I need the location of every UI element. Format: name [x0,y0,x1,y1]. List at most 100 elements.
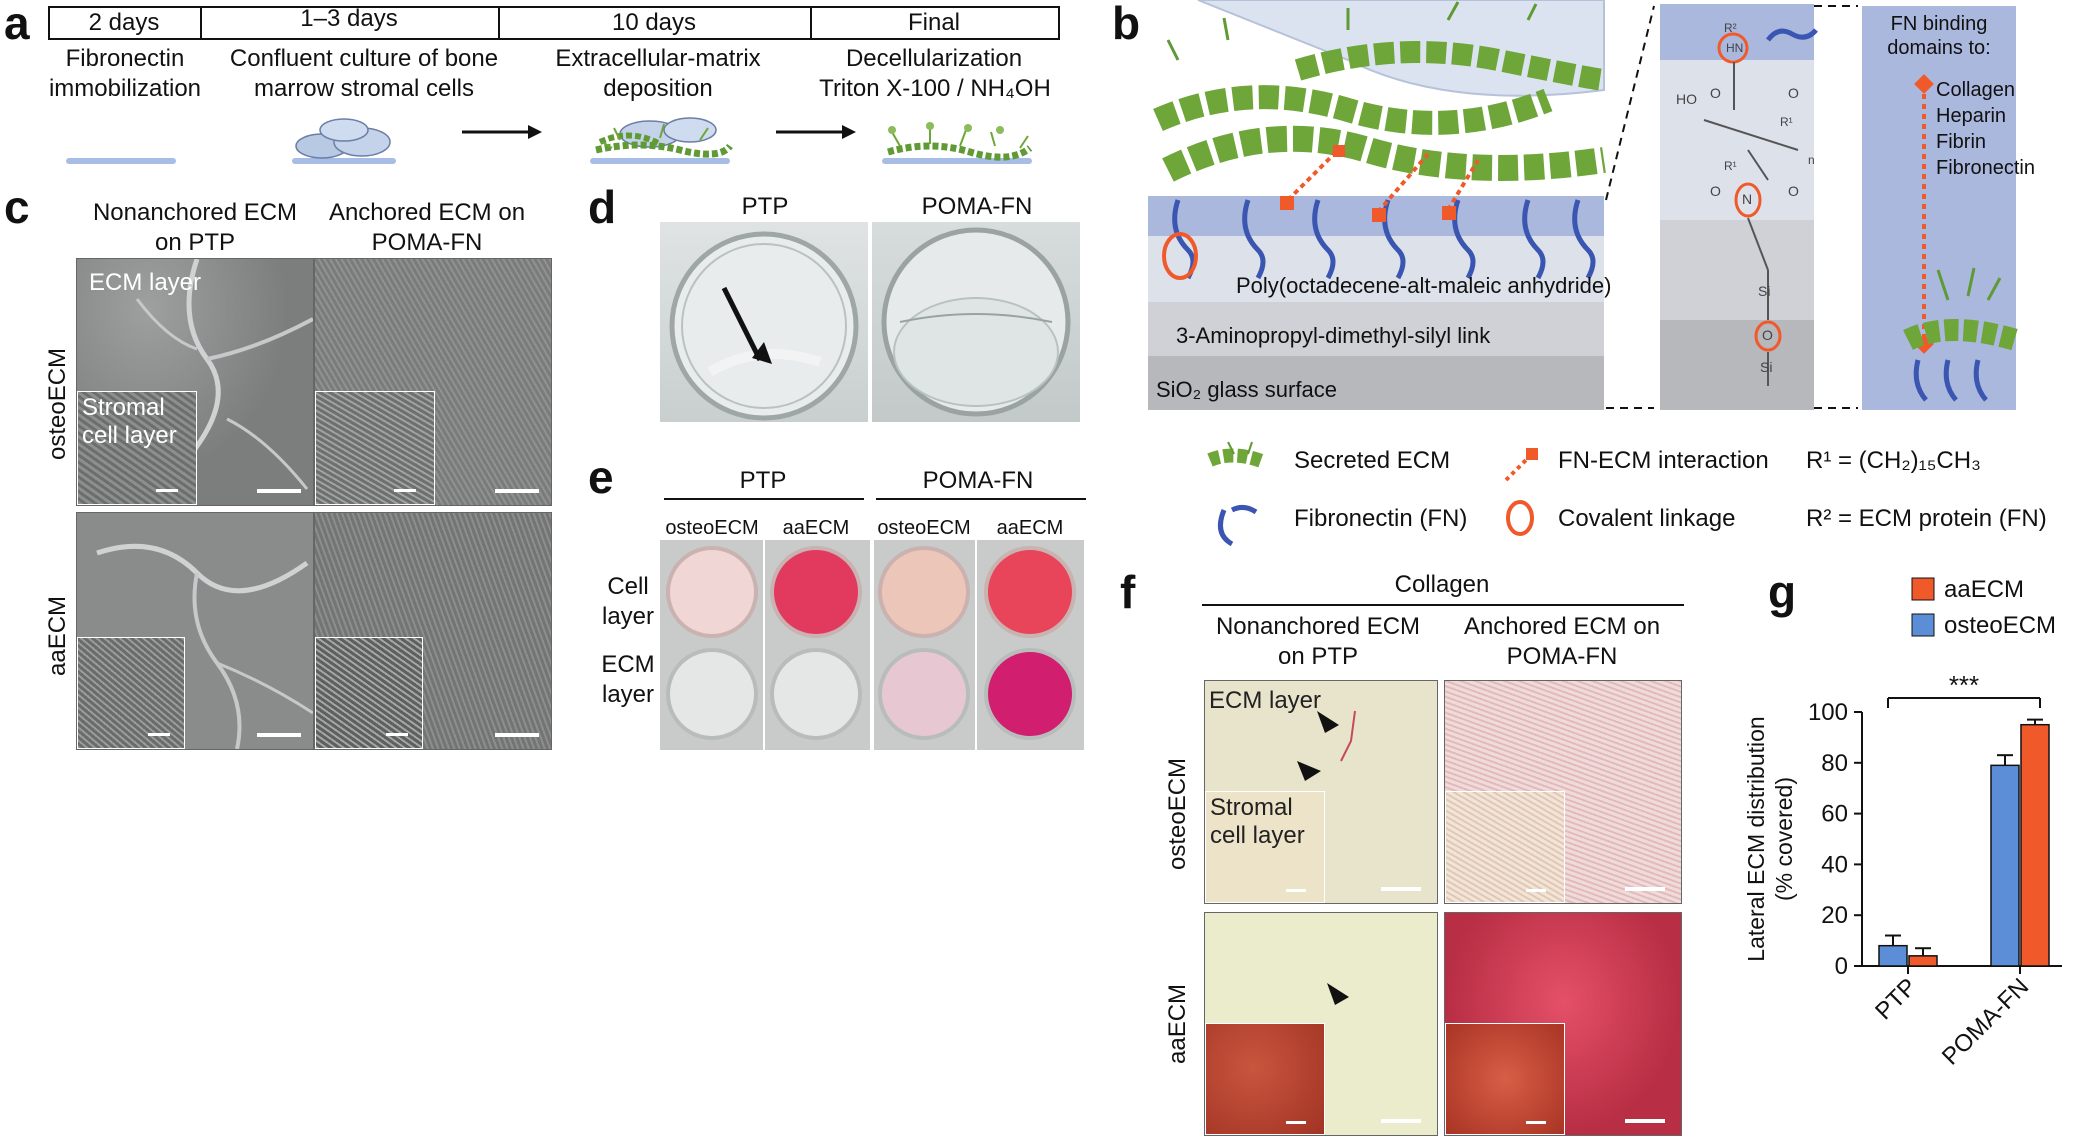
legend-covalent: Covalent linkage [1558,505,1736,532]
c-inset-osteo-ptp: Stromal cell layer [77,391,197,505]
b-fn-target-4: Fibronectin [1936,157,2035,179]
y-tick-label-40: 40 [1821,851,1848,878]
chem-r1: R¹ [1780,115,1793,129]
c-micrograph-osteo-ptp: ECM layer Stromal cell layer [76,258,314,506]
b-fn-target-1: Collagen [1936,79,2015,101]
f-micrograph-aa-ptp [1204,912,1438,1136]
legend-label-osteoECM: osteoECM [1944,612,2056,639]
f-col2-header: Anchored ECM on POMA-FN [1463,613,1661,670]
f-ecm-layer-label: ECM layer [1209,687,1322,714]
c-ecm-layer-label: ECM layer [89,269,202,296]
chem-o2: O [1788,85,1799,101]
panel-label-f: f [1120,566,1136,618]
chemistry-column [1660,4,1818,410]
c-col2-header: Anchored ECM on POMA-FN [328,199,526,256]
x-tick-label-PTP: PTP [1870,973,1922,1025]
e-col-3: osteoECM [877,517,971,539]
legend-r2: R² = ECM protein (FN) [1806,505,2047,532]
step-3-label: Extracellular-matrix deposition [555,45,761,102]
c-col1-header: Nonanchored ECM on PTP [92,199,298,256]
c-inset-aa-poma [315,637,423,749]
chem-o3: O [1710,183,1721,199]
chem-r1b: R¹ [1724,159,1737,173]
panel-label-d: d [588,181,617,233]
chem-hn: HN [1726,41,1743,55]
f-title: Collagen [1394,571,1490,598]
legend-swatch-osteoECM [1911,613,1935,637]
e-well-photo [660,540,1084,750]
panel-label-b: b [1112,0,1141,49]
chem-o1: O [1710,85,1721,101]
legend-icons-1 [1207,441,1267,547]
f-inset-osteo-poma [1445,791,1565,903]
f-row2-label: aaECM [1164,983,1191,1064]
ecm-deposition-illustration [590,117,733,164]
c-stromal-label: Stromal cell layer [82,394,177,449]
y-tick-label-100: 100 [1808,699,1848,726]
f-inset-aa-poma [1445,1023,1565,1135]
y-axis-label-line1: Lateral ECM distribution [1743,716,1769,961]
d-photo-ptp [660,222,868,422]
y-tick-label-60: 60 [1821,801,1848,828]
x-tick-label-POMA-FN: POMA-FN [1937,973,2034,1070]
c-micrograph-aa-poma [314,512,552,750]
step-1-duration: 2 days [88,9,160,36]
c-row2-label: aaECM [44,595,71,676]
fn-ecm-interactions [1280,145,1480,222]
bar-aaECM-POMA-FN [2020,723,2050,967]
e-row-cell: Cell layer [601,573,655,630]
step-1-label: Fibronectin immobilization [48,45,202,102]
c-micrograph-aa-ptp [76,512,314,750]
chem-o5: O [1762,327,1773,343]
panel-b-schematic: R² HN HO O O R¹ R¹ n O N O Si O Si [1148,0,2020,410]
legend-secreted-ecm: Secreted ECM [1294,447,1451,474]
e-col-2: aaECM [782,517,850,539]
bar-aaECM-PTP [1908,955,1938,967]
legend-swatch-aaECM [1911,577,1935,601]
chem-r2: R² [1724,21,1737,35]
bar-osteoECM-POMA-FN [1990,764,2020,967]
panel-label-a: a [4,0,30,49]
chem-n-sub: n [1808,153,1815,167]
c-inset-aa-ptp [77,637,185,749]
chem-n: N [1742,191,1752,207]
step-4-label: Decellularization [845,45,1023,72]
d-left-label: PTP [741,193,789,220]
timeline-bar [48,6,1060,40]
f-inset-aa-ptp [1205,1023,1325,1135]
f-micrograph-osteo-poma [1444,680,1682,904]
y-tick-label-80: 80 [1821,750,1848,777]
ecm-fibers [1153,1,1606,182]
b-layer-aminopropyl: 3-Aminopropyl-dimethyl-silyl link [1176,323,1491,348]
y-tick-label-0: 0 [1835,953,1848,980]
e-row-ecm: ECM layer [601,651,655,708]
d-photo-poma [872,222,1080,422]
chem-si1: Si [1758,283,1770,299]
e-col-4: aaECM [996,517,1064,539]
chem-si2: Si [1760,359,1772,375]
legend-fibronectin: Fibronectin (FN) [1294,505,1468,532]
f-col1-header: Nonanchored ECM on PTP [1215,613,1421,670]
step-4-duration: Final [907,9,961,36]
y-axis-label-line2: (% covered) [1771,777,1797,901]
arrow-indicator [721,286,763,362]
decellularized-illustration [882,122,1033,164]
panel-b: R² HN HO O O R¹ R¹ n O N O Si O Si Poly(… [1148,0,2100,547]
arrow-2 [776,125,856,139]
c-inset-osteo-poma [315,391,435,505]
arrow-1 [462,125,542,139]
f-micrograph-aa-poma [1444,912,1682,1136]
legend-icons-2 [1504,448,1538,536]
fn-binding-column [1862,6,2016,410]
panel-label-e: e [588,451,614,503]
f-inset-osteo-ptp: Stromal cell layer [1205,791,1325,903]
b-fn-title: FN binding domains to: [1887,13,1991,59]
f-stromal-label: Stromal cell layer [1210,794,1305,849]
b-fn-target-2: Heparin [1936,105,2007,127]
e-col-1: osteoECM [665,517,759,539]
covalent-ring [1162,232,1198,280]
chem-ho: HO [1676,91,1697,107]
fn-substrate-1 [66,158,176,164]
panel-a-schematic [66,117,1033,164]
